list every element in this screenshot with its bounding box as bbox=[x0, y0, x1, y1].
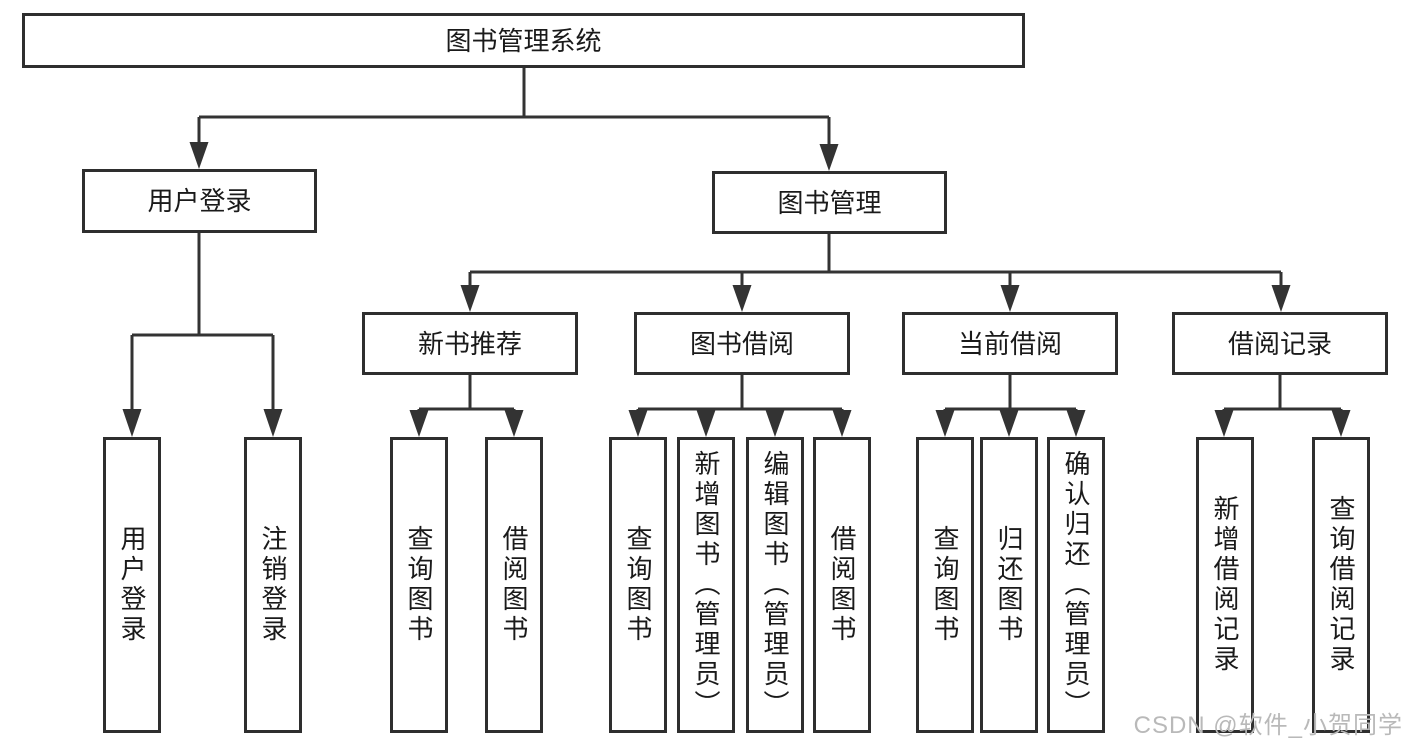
node-leaf-borrow-book-2: 借阅图书 bbox=[813, 437, 871, 733]
node-leaf-return-book: 归还图书 bbox=[980, 437, 1038, 733]
node-leaf-user-login: 用户登录 bbox=[103, 437, 161, 733]
node-borrow-record: 借阅记录 bbox=[1172, 312, 1388, 375]
node-leaf-add-borrow-record: 新增借阅记录 bbox=[1196, 437, 1254, 733]
arrowheads bbox=[122, 142, 1351, 437]
node-leaf-query-borrow-record: 查询借阅记录 bbox=[1312, 437, 1370, 733]
node-leaf-confirm-return-admin: 确认归还（管理员） bbox=[1047, 437, 1105, 733]
node-book-borrow: 图书借阅 bbox=[634, 312, 850, 375]
node-leaf-add-book-admin: 新增图书（管理员） bbox=[677, 437, 735, 733]
node-leaf-edit-book-admin: 编辑图书（管理员） bbox=[746, 437, 804, 733]
csdn-watermark: CSDN @软件_小贺同学 bbox=[1133, 712, 1403, 739]
node-leaf-query-book-1: 查询图书 bbox=[390, 437, 448, 733]
node-leaf-borrow-book-1: 借阅图书 bbox=[485, 437, 543, 733]
node-new-book-recommend: 新书推荐 bbox=[362, 312, 578, 375]
node-user-login-group: 用户登录 bbox=[82, 169, 317, 233]
node-current-borrow: 当前借阅 bbox=[902, 312, 1118, 375]
node-leaf-query-book-3: 查询图书 bbox=[916, 437, 974, 733]
node-book-management: 图书管理 bbox=[712, 171, 947, 234]
node-root: 图书管理系统 bbox=[22, 13, 1025, 68]
node-leaf-query-book-2: 查询图书 bbox=[609, 437, 667, 733]
node-leaf-logout: 注销登录 bbox=[244, 437, 302, 733]
